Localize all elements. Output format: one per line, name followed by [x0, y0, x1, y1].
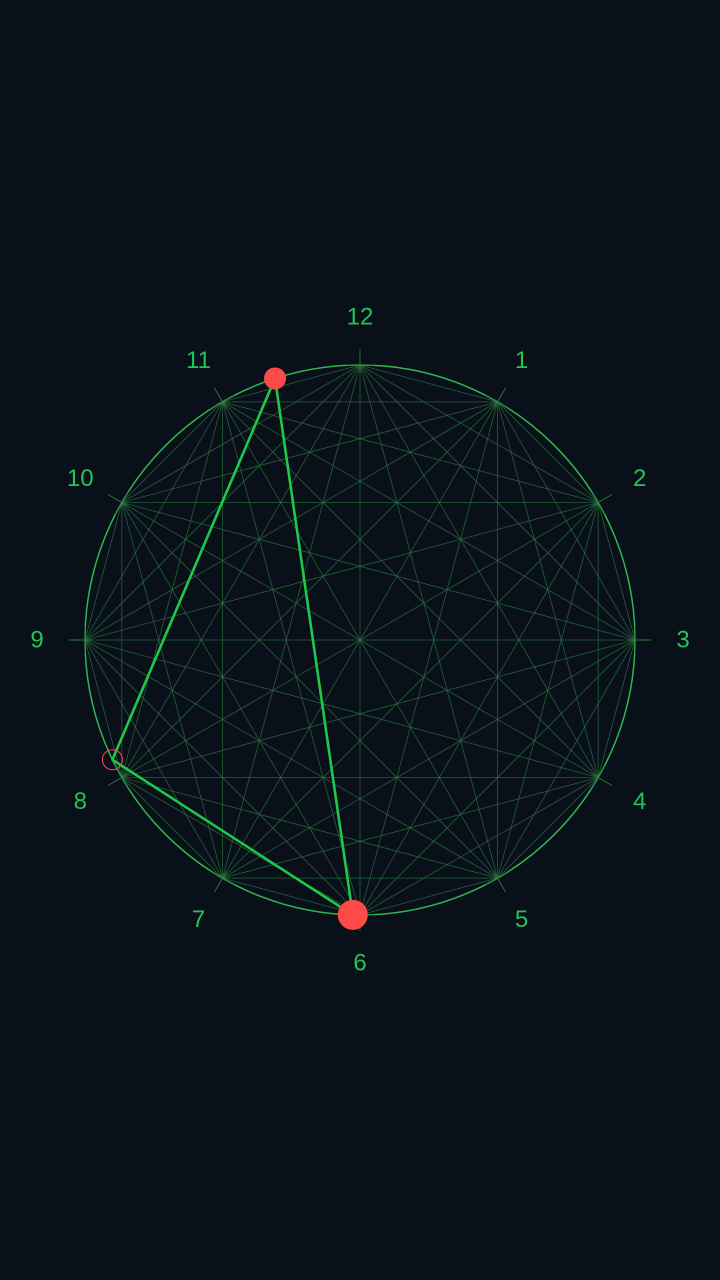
- chord-line: [222, 401, 361, 916]
- current-position-marker[interactable]: [337, 899, 368, 930]
- chord-line: [359, 401, 498, 916]
- hour-tick: [493, 871, 506, 893]
- path-line: [111, 377, 355, 917]
- chord-line: [121, 401, 223, 503]
- hour-label-5: 5: [515, 906, 528, 933]
- player-path: [111, 377, 355, 917]
- hour-label-10: 10: [67, 465, 94, 492]
- chord-line: [121, 502, 361, 916]
- chord-line: [121, 401, 498, 778]
- hour-label-6: 6: [353, 950, 366, 977]
- chord-line: [359, 877, 498, 916]
- hour-tick: [107, 494, 129, 507]
- hour-tick: [591, 773, 613, 786]
- chord-line: [84, 502, 599, 641]
- chord-line: [84, 639, 599, 778]
- chord-line: [121, 639, 636, 778]
- chord-web: [84, 364, 636, 916]
- chord-line: [121, 777, 361, 916]
- hour-label-3: 3: [676, 627, 689, 654]
- hour-label-7: 7: [192, 906, 205, 933]
- chord-line: [222, 364, 361, 879]
- start-ring-marker[interactable]: [101, 749, 123, 771]
- chord-line: [222, 877, 361, 916]
- chord-line: [121, 777, 223, 879]
- hour-tick: [107, 773, 129, 786]
- chord-line: [121, 502, 498, 879]
- chord-line: [222, 364, 361, 403]
- chord-line: [597, 502, 636, 641]
- chord-line: [222, 401, 599, 503]
- chord-line: [121, 502, 636, 641]
- chord-line: [84, 639, 123, 778]
- hour-label-12: 12: [347, 304, 374, 331]
- chord-line: [222, 401, 498, 879]
- path-markers[interactable]: [101, 367, 368, 930]
- chord-line: [497, 777, 599, 879]
- waypoint-marker[interactable]: [264, 367, 287, 390]
- hour-tick: [591, 494, 613, 507]
- chord-line: [121, 401, 223, 778]
- hour-label-4: 4: [633, 788, 646, 815]
- hour-label-1: 1: [515, 347, 528, 374]
- chord-line: [222, 401, 599, 778]
- chord-line: [222, 502, 599, 879]
- hour-tick: [493, 387, 506, 409]
- hour-label-9: 9: [30, 627, 43, 654]
- chord-line: [597, 639, 636, 778]
- hour-label-11: 11: [186, 347, 211, 374]
- chord-line: [121, 502, 223, 879]
- chord-line: [497, 401, 599, 503]
- hour-label-2: 2: [633, 465, 646, 492]
- chord-line: [84, 401, 223, 641]
- chord-line: [84, 639, 223, 879]
- chord-line: [359, 364, 498, 403]
- chord-line: [222, 401, 636, 641]
- chord-line: [359, 364, 498, 879]
- chord-line: [84, 502, 123, 641]
- hour-label-8: 8: [74, 788, 87, 815]
- hour-tick: [214, 871, 227, 893]
- chord-line: [84, 639, 498, 879]
- hour-tick: [214, 387, 227, 409]
